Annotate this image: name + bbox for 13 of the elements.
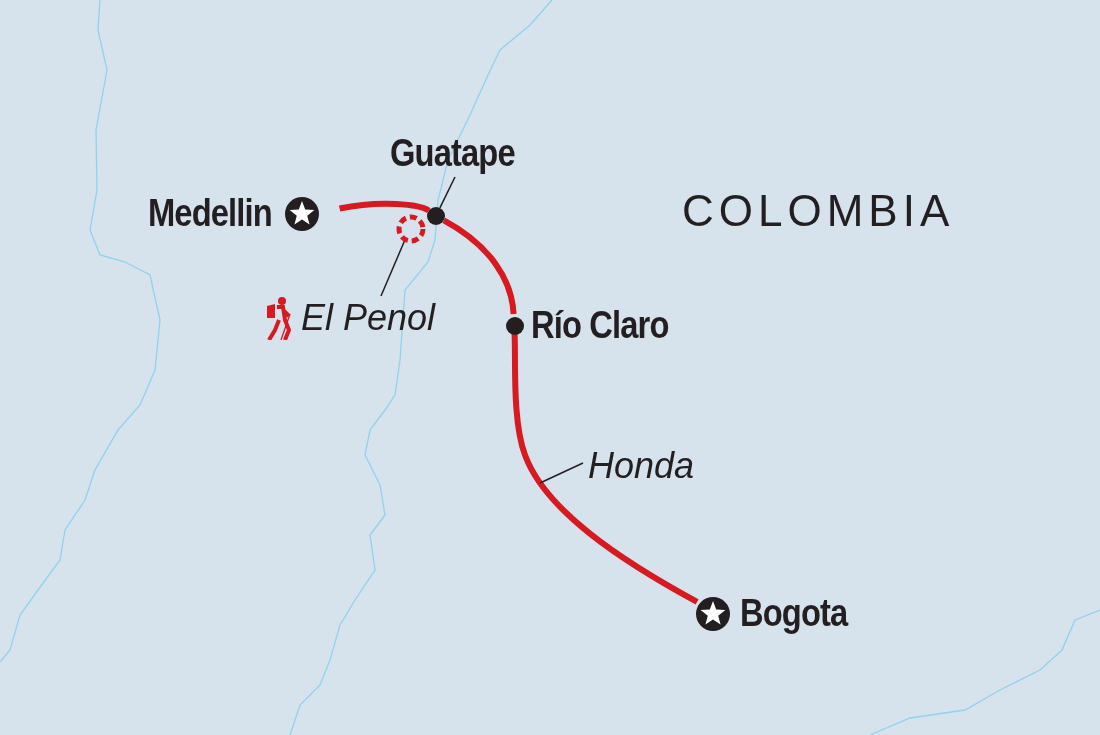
town-dot — [427, 207, 445, 225]
city-label: Guatape — [390, 132, 515, 175]
leader-line — [539, 462, 584, 484]
city-label: Medellin — [148, 192, 272, 235]
leader-line — [380, 239, 406, 297]
country-label: COLOMBIA — [682, 186, 955, 236]
route-line — [339, 200, 431, 214]
city-label: Bogota — [740, 592, 848, 635]
city-label: Río Claro — [531, 304, 669, 347]
place-label: El Penol — [301, 297, 436, 339]
leader-line — [439, 176, 456, 209]
place-label: Honda — [588, 445, 695, 487]
route-line — [442, 217, 517, 315]
